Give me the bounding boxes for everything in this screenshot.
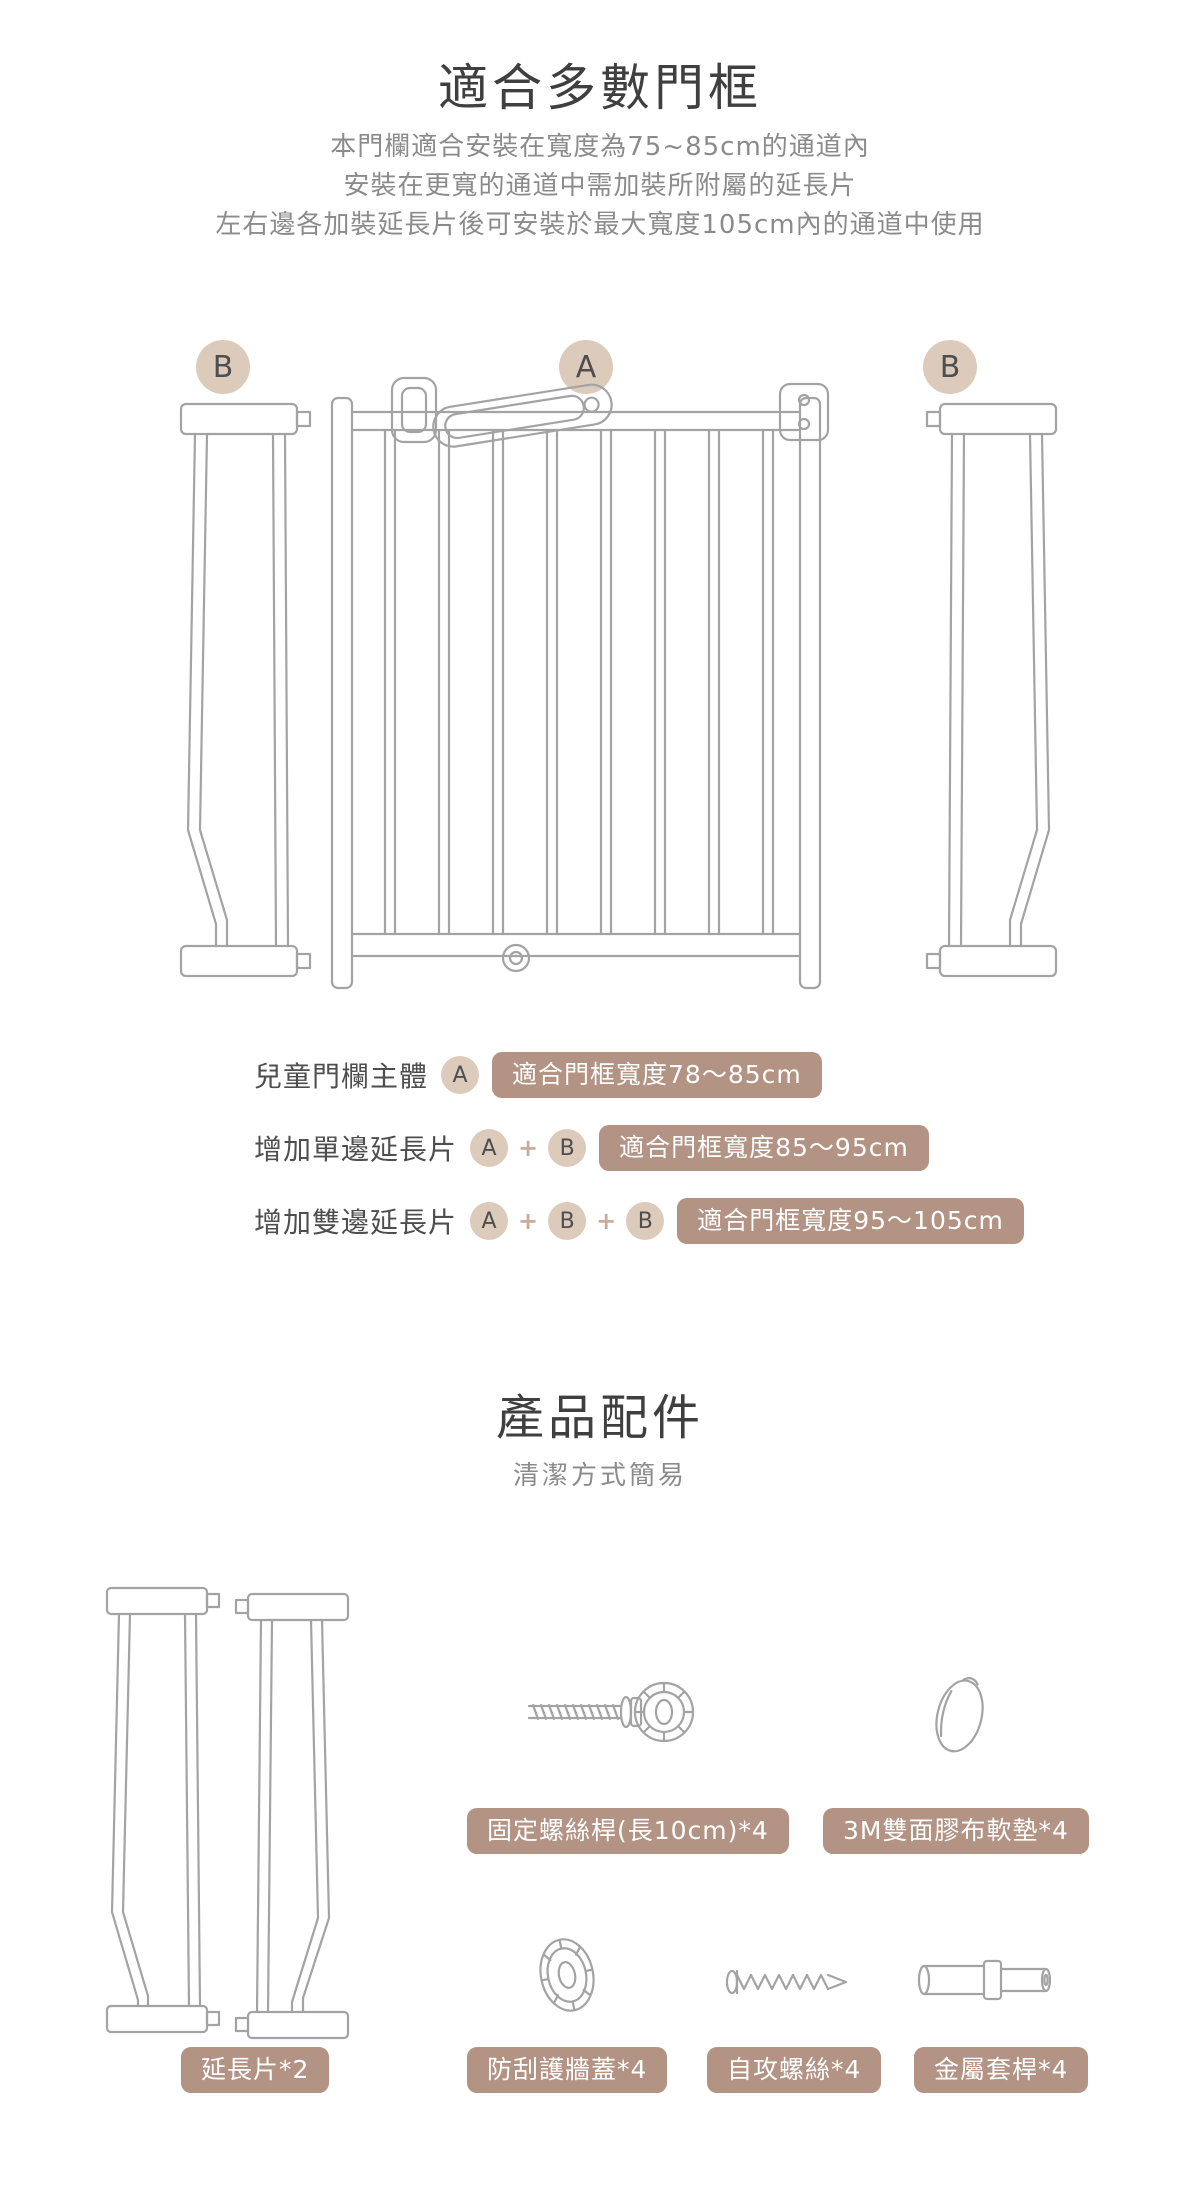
plus-sign: + — [518, 1134, 539, 1162]
range-pill: 適合門框寬度85〜95cm — [599, 1125, 929, 1171]
legend-label: 兒童門欄主體 — [254, 1060, 429, 1093]
legend-row-single-extension: 增加單邊延長片 A + B 適合門框寬度85〜95cm — [254, 1125, 1024, 1171]
gate-handle-drawing — [390, 376, 613, 448]
diagram-label-b-right: B — [923, 340, 977, 394]
diagram-label-b-left: B — [196, 340, 250, 394]
badge-a: A — [470, 1129, 509, 1167]
extension-right-drawing — [925, 402, 1058, 978]
legend-row-main-gate: 兒童門欄主體 A 適合門框寬度78〜85cm — [254, 1052, 1024, 1098]
description-line-2: 安裝在更寬的通道中需加裝所附屬的延長片 — [343, 171, 857, 201]
wall-protector-drawing — [539, 1938, 595, 2012]
extension-panel-1 — [105, 1586, 221, 2034]
legend-label: 增加單邊延長片 — [254, 1133, 458, 1166]
extension-left-drawing — [179, 402, 312, 978]
gate-line-drawing — [179, 376, 1058, 990]
adhesive-pad-drawing — [935, 1677, 984, 1753]
extension-panels-drawing — [105, 1586, 350, 2040]
metal-sleeve-drawing — [917, 1959, 1052, 2001]
badge-b: B — [626, 1202, 665, 1240]
plus-sign: + — [518, 1207, 539, 1235]
parts-section-title: 產品配件 — [495, 1390, 704, 1446]
parts-section-subtitle: 清潔方式簡易 — [512, 1461, 687, 1491]
part-label-self-screw: 自攻螺絲*4 — [707, 2047, 882, 2093]
fit-section-title: 適合多數門框 — [438, 59, 762, 117]
part-label-extension: 延長片*2 — [181, 2047, 330, 2093]
gate-hinge-drawing — [778, 382, 830, 442]
plus-sign: + — [596, 1207, 617, 1235]
gate-foot-drawing — [501, 943, 531, 973]
extension-panel-2 — [234, 1592, 350, 2040]
badge-b: B — [548, 1202, 587, 1240]
badge-a: A — [470, 1202, 509, 1240]
part-label-3m-pad: 3M雙面膠布軟墊*4 — [823, 1808, 1089, 1854]
part-label-screw-rod: 固定螺絲桿(長10cm)*4 — [467, 1808, 789, 1854]
legend-row-double-extension: 增加雙邊延長片 A + B + B 適合門框寬度95〜105cm — [254, 1198, 1024, 1244]
self-tapping-screw-drawing — [725, 1969, 848, 1995]
fit-legend: 兒童門欄主體 A 適合門框寬度78〜85cm 增加單邊延長片 A + B 適合門… — [254, 1052, 1024, 1244]
badge-b: B — [548, 1129, 587, 1167]
legend-label: 增加雙邊延長片 — [254, 1206, 458, 1239]
main-gate-drawing — [330, 376, 830, 990]
range-pill: 適合門框寬度78〜85cm — [492, 1052, 822, 1098]
range-pill: 適合門框寬度95〜105cm — [677, 1198, 1024, 1244]
fixing-screw-rod-drawing — [527, 1681, 695, 1743]
fit-section-description: 本門欄適合安裝在寬度為75~85cm的通道內 安裝在更寬的通道中需加裝所附屬的延… — [0, 128, 1200, 245]
part-label-wall-cap: 防刮護牆蓋*4 — [467, 2047, 668, 2093]
description-line-1: 本門欄適合安裝在寬度為75~85cm的通道內 — [330, 132, 870, 162]
description-line-3: 左右邊各加裝延長片後可安裝於最大寬度105cm內的通道中使用 — [215, 210, 985, 240]
part-label-metal-sleeve: 金屬套桿*4 — [914, 2047, 1089, 2093]
badge-a: A — [441, 1056, 480, 1094]
gate-assembly-diagram: B A B — [140, 340, 1100, 1000]
